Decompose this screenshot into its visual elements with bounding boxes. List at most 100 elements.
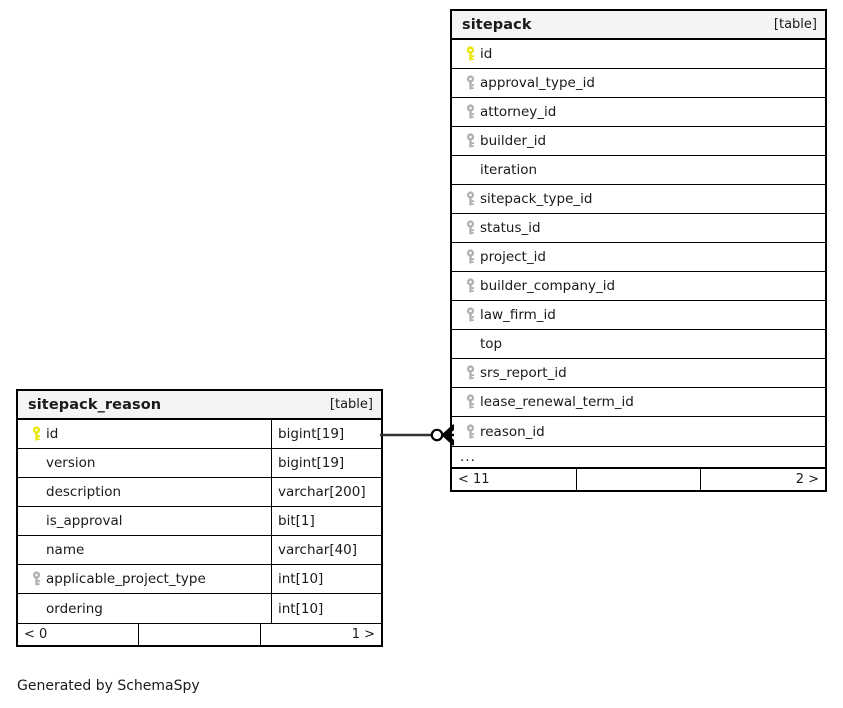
table-row[interactable]: ordering int[10] [18,594,381,623]
footer-next-link[interactable]: 1 > [351,627,375,642]
column-type-cell: int[10] [271,565,381,593]
table-row[interactable]: reason_id [452,417,825,446]
column-name-cell: reason_id [452,417,825,446]
primary-key-icon [26,426,46,442]
foreign-key-icon [460,191,480,207]
column-name-label: id [46,426,59,442]
column-type-cell: varchar[200] [271,478,381,506]
table-kind-label: [table] [773,17,817,32]
relationship-connector-sitepack-reason-to-sitepack [380,424,454,446]
table-row[interactable]: name varchar[40] [18,536,381,565]
column-name-label: ordering [46,600,103,617]
column-type-cell: bit[1] [271,507,381,535]
table-row[interactable]: top [452,330,825,359]
column-name-label: top [480,336,503,352]
column-name-cell: is_approval [18,507,271,535]
column-name-label: attorney_id [480,104,557,120]
footer-middle-cell [138,624,261,645]
table-title: sitepack [462,16,532,33]
column-name-cell: srs_report_id [452,359,825,387]
column-name-label: lease_renewal_term_id [480,394,634,410]
table-row[interactable]: iteration [452,156,825,185]
column-name-cell: id [452,40,825,68]
column-name-cell: description [18,478,271,506]
footer-next-link[interactable]: 2 > [795,472,820,487]
column-name-label: project_id [480,249,546,265]
column-name-cell: sitepack_type_id [452,185,825,213]
table-kind-label: [table] [329,397,373,412]
table-row[interactable]: lease_renewal_term_id [452,388,825,417]
table-row[interactable]: id [452,40,825,69]
column-type-cell: bigint[19] [271,449,381,477]
column-name-label: name [46,542,85,558]
table-title: sitepack_reason [28,396,162,413]
column-name-label: applicable_project_type [46,571,206,587]
column-name-cell: version [18,449,271,477]
footer-middle-cell [575,469,702,490]
table-footer: < 0 1 > [18,623,381,645]
column-name-cell: law_firm_id [452,301,825,329]
column-name-label: sitepack_type_id [480,191,593,207]
column-name-cell: iteration [452,156,825,184]
table-row[interactable]: sitepack_type_id [452,185,825,214]
table-row[interactable]: applicable_project_type int[10] [18,565,381,594]
column-name-label: reason_id [480,423,545,440]
column-name-label: builder_company_id [480,278,616,294]
table-row[interactable]: attorney_id [452,98,825,127]
foreign-key-icon [460,278,480,294]
column-name-label: status_id [480,220,541,236]
foreign-key-icon [460,307,480,323]
foreign-key-icon [26,571,46,587]
column-name-label: id [480,46,493,62]
table-truncation-indicator: ... [452,446,825,468]
foreign-key-icon [460,249,480,265]
foreign-key-icon [460,423,480,440]
footer-prev-link[interactable]: < 0 [24,627,48,642]
table-header: sitepack_reason [table] [18,391,381,420]
column-name-cell: attorney_id [452,98,825,126]
table-row[interactable]: id bigint[19] [18,420,381,449]
column-type-cell: bigint[19] [271,420,381,448]
generated-by-caption: Generated by SchemaSpy [17,678,200,694]
column-name-cell: name [18,536,271,564]
table-row[interactable]: version bigint[19] [18,449,381,478]
column-name-cell: top [452,330,825,358]
column-name-cell: project_id [452,243,825,271]
column-name-cell: lease_renewal_term_id [452,388,825,416]
column-name-label: description [46,484,122,500]
table-row[interactable]: builder_id [452,127,825,156]
table-row[interactable]: law_firm_id [452,301,825,330]
column-name-cell: approval_type_id [452,69,825,97]
table-row[interactable]: builder_company_id [452,272,825,301]
table-row[interactable]: description varchar[200] [18,478,381,507]
table-row[interactable]: srs_report_id [452,359,825,388]
primary-key-icon [460,46,480,62]
column-name-cell: builder_id [452,127,825,155]
table-row[interactable]: approval_type_id [452,69,825,98]
column-type-cell: varchar[40] [271,536,381,564]
column-name-label: approval_type_id [480,75,595,91]
foreign-key-icon [460,75,480,91]
column-name-cell: status_id [452,214,825,242]
foreign-key-icon [460,133,480,149]
column-name-cell: applicable_project_type [18,565,271,593]
column-name-label: builder_id [480,133,547,149]
table-header: sitepack [table] [452,11,825,40]
table-row[interactable]: project_id [452,243,825,272]
column-name-label: version [46,455,96,471]
column-type-cell: int[10] [271,594,381,623]
column-name-label: law_firm_id [480,307,556,323]
footer-prev-link[interactable]: < 11 [458,472,490,487]
table-row[interactable]: is_approval bit[1] [18,507,381,536]
column-name-cell: builder_company_id [452,272,825,300]
column-name-cell: id [18,420,271,448]
column-name-label: iteration [480,162,538,178]
column-name-label: is_approval [46,513,123,529]
foreign-key-icon [460,220,480,236]
table-row[interactable]: status_id [452,214,825,243]
table-footer: < 11 2 > [452,468,825,490]
